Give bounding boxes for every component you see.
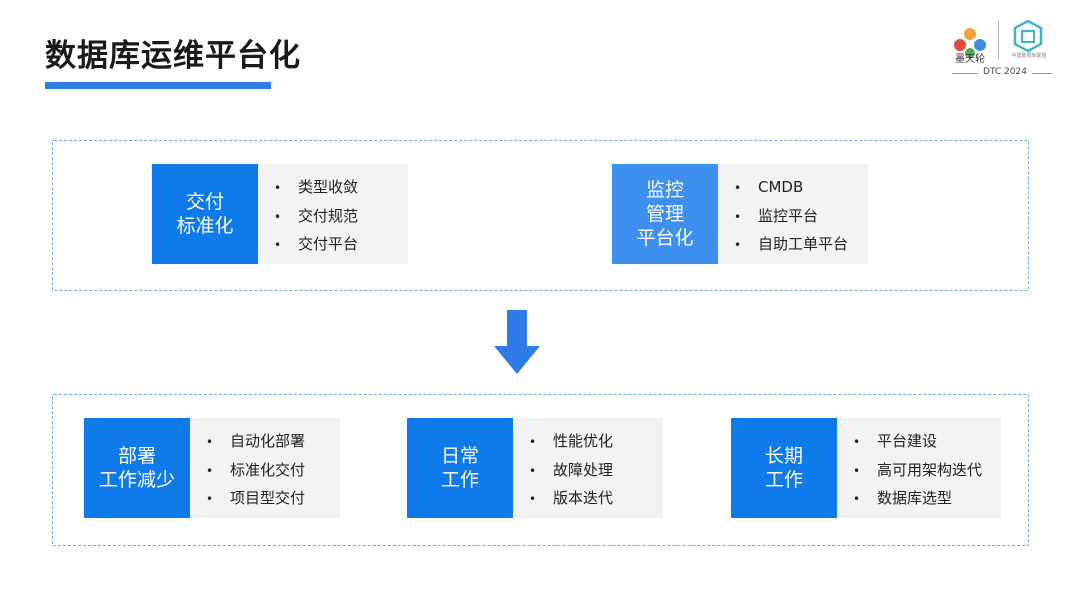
bottom-panel	[52, 394, 1029, 546]
bullet: •	[853, 492, 861, 506]
list-item-text: CMDB	[758, 178, 804, 196]
card-item-list: • 平台建设 • 高可用架构迭代 • 数据库选型	[837, 418, 1001, 518]
bullet: •	[734, 238, 742, 252]
bullet: •	[206, 463, 214, 478]
event-line-right	[1032, 73, 1052, 74]
list-item-text: 数据库选型	[877, 489, 953, 507]
bullet: •	[853, 435, 861, 449]
list-item: • 高可用架构迭代	[853, 459, 987, 488]
card-monitoring-platform: 监控 管理 平台化 • CMDB • 监控平台 • 自助工单平台	[612, 164, 868, 264]
list-item: • 交付平台	[274, 233, 394, 262]
list-item: • 项目型交付	[206, 487, 326, 516]
list-item-text: 监控平台	[758, 206, 819, 225]
bullet: •	[274, 209, 282, 224]
list-item: • 数据库选型	[853, 487, 987, 516]
db-alliance-logo-text: 中国数据库联盟	[1011, 53, 1047, 59]
bullet: •	[734, 181, 742, 195]
arrow-down-icon	[494, 310, 540, 374]
card-label: 长期 工作	[731, 418, 837, 518]
card-deployment-work: 部署 工作减少 • 自动化部署 • 标准化交付 • 项目型交付	[84, 418, 340, 518]
list-item-text: 项目型交付	[230, 489, 306, 507]
list-item: • 平台建设	[853, 430, 987, 459]
list-item-text: 性能优化	[553, 432, 614, 450]
card-item-list: • 性能优化 • 故障处理 • 版本迭代	[513, 418, 663, 518]
modb-logo-icon	[954, 28, 986, 58]
list-item-text: 交付平台	[298, 235, 359, 253]
list-item: • CMDB	[734, 176, 854, 205]
logo-divider	[998, 20, 999, 60]
event-label: DTC 2024	[983, 67, 1027, 77]
page-title: 数据库运维平台化	[45, 38, 301, 74]
list-item: • 版本迭代	[529, 487, 649, 516]
bullet: •	[734, 209, 742, 224]
list-item: • 标准化交付	[206, 459, 326, 488]
card-label: 交付 标准化	[152, 164, 258, 264]
bullet: •	[529, 463, 537, 478]
list-item-text: 交付规范	[298, 206, 359, 225]
list-item-text: 平台建设	[877, 432, 938, 450]
card-item-list: • 自动化部署 • 标准化交付 • 项目型交付	[190, 418, 340, 518]
list-item: • 类型收敛	[274, 176, 394, 205]
list-item: • 自助工单平台	[734, 233, 854, 262]
bullet: •	[206, 492, 214, 506]
bullet: •	[274, 238, 282, 252]
bullet: •	[206, 435, 214, 449]
list-item-text: 高可用架构迭代	[877, 460, 983, 479]
bullet: •	[529, 492, 537, 506]
list-item-text: 标准化交付	[230, 460, 306, 479]
card-daily-work: 日常 工作 • 性能优化 • 故障处理 • 版本迭代	[407, 418, 663, 518]
list-item: • 故障处理	[529, 459, 649, 488]
list-item: • 性能优化	[529, 430, 649, 459]
list-item: • 自动化部署	[206, 430, 326, 459]
list-item-text: 类型收敛	[298, 178, 359, 196]
list-item-text: 故障处理	[553, 460, 614, 479]
card-item-list: • CMDB • 监控平台 • 自助工单平台	[718, 164, 868, 264]
db-alliance-logo-icon	[1013, 19, 1043, 53]
top-panel	[52, 140, 1029, 291]
list-item-text: 自动化部署	[230, 432, 306, 450]
card-item-list: • 类型收敛 • 交付规范 • 交付平台	[258, 164, 408, 264]
list-item: • 监控平台	[734, 205, 854, 234]
card-label: 日常 工作	[407, 418, 513, 518]
card-label: 监控 管理 平台化	[612, 164, 718, 264]
list-item: • 交付规范	[274, 205, 394, 234]
card-long-term-work: 长期 工作 • 平台建设 • 高可用架构迭代 • 数据库选型	[731, 418, 1001, 518]
modb-logo-text: 墨天轮	[955, 54, 985, 65]
list-item-text: 版本迭代	[553, 489, 614, 507]
title-underline	[45, 82, 271, 89]
bullet: •	[853, 463, 861, 478]
event-line-left	[952, 73, 978, 74]
list-item-text: 自助工单平台	[758, 235, 849, 253]
bullet: •	[529, 435, 537, 449]
card-label: 部署 工作减少	[84, 418, 190, 518]
card-delivery-standardization: 交付 标准化 • 类型收敛 • 交付规范 • 交付平台	[152, 164, 408, 264]
bullet: •	[274, 181, 282, 195]
